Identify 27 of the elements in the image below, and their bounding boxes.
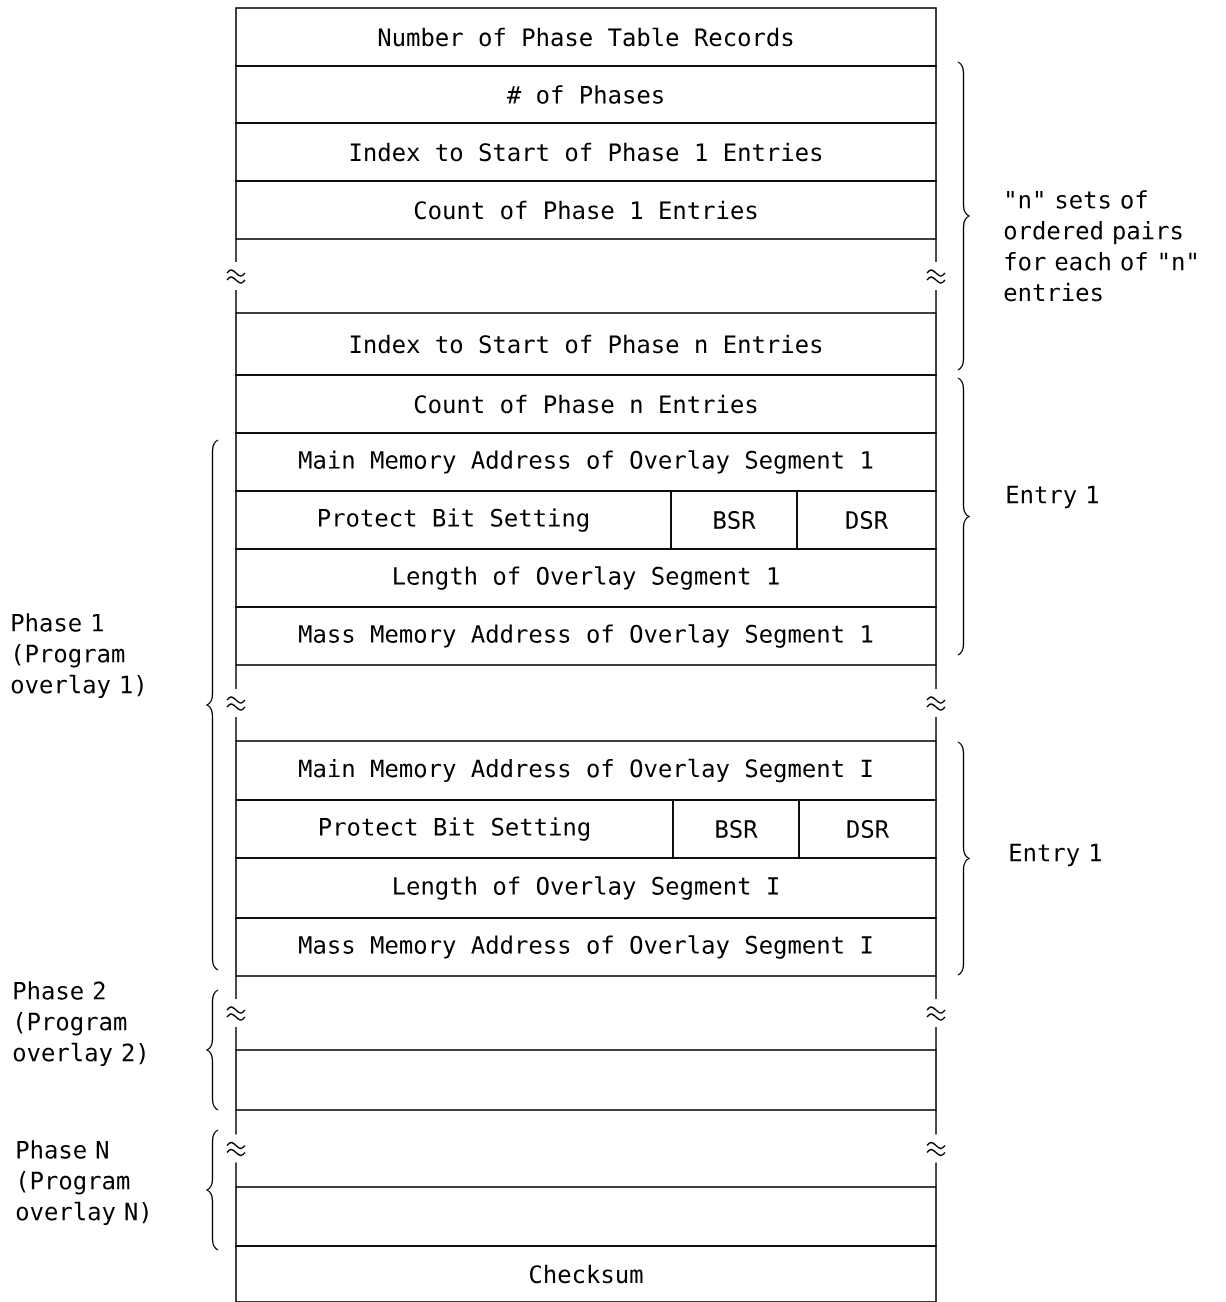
brace-label: Phase 2 (Program overlay 2) <box>13 981 145 1067</box>
field-row-box: DSR <box>796 490 937 550</box>
field-row-box: DSR <box>798 799 937 859</box>
field-row-box: Protect Bit Setting <box>235 799 674 859</box>
field-row-box: Main Memory Address of Overlay Segment 1 <box>235 432 937 492</box>
field-row-box: Number of Phase Table Records <box>235 7 937 67</box>
field-row-box: Mass Memory Address of Overlay Segment 1 <box>235 606 937 666</box>
field-row-box: Length of Overlay Segment I <box>235 857 937 919</box>
field-row-box: BSR <box>670 490 798 550</box>
empty-row-box <box>235 1186 937 1247</box>
empty-row-box <box>235 1049 937 1111</box>
brace-label: Entry 1 <box>1007 485 1098 509</box>
field-row-box: Protect Bit Setting <box>235 490 672 550</box>
field-row-box: Count of Phase 1 Entries <box>235 180 937 240</box>
field-row-box: Index to Start of Phase n Entries <box>235 312 937 376</box>
brace-label: Phase N (Program overlay N) <box>16 1140 148 1226</box>
field-row-box: Mass Memory Address of Overlay Segment I <box>235 917 937 977</box>
brace-label: Entry 1 <box>1010 843 1101 867</box>
field-row-box: Length of Overlay Segment 1 <box>235 548 937 608</box>
brace-label: Phase 1 (Program overlay 1) <box>11 613 143 699</box>
field-row-box: BSR <box>672 799 800 859</box>
field-row-box: Count of Phase n Entries <box>235 374 937 434</box>
field-row-box: Index to Start of Phase 1 Entries <box>235 122 937 182</box>
brace-label: "n" sets of ordered pairs for each of "n" entries <box>1004 190 1196 302</box>
field-row-box: Checksum <box>235 1245 937 1302</box>
field-row-box: Main Memory Address of Overlay Segment I <box>235 740 937 801</box>
field-row-box: # of Phases <box>235 65 937 124</box>
